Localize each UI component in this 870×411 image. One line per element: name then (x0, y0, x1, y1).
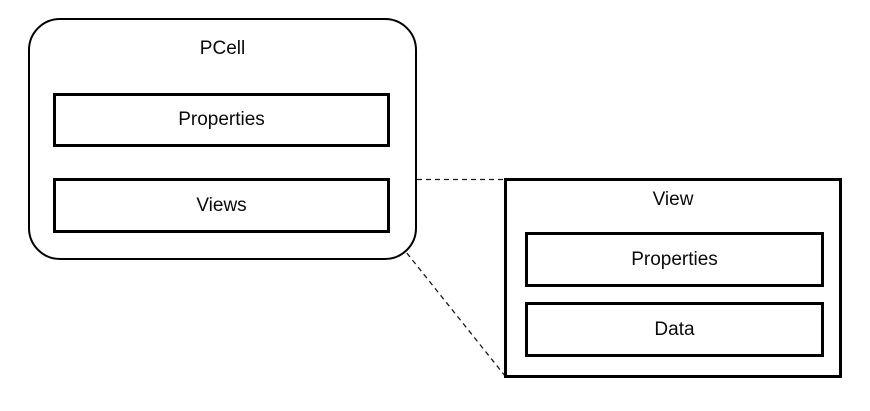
view-data-label: Data (654, 318, 695, 340)
pcell-title: PCell (199, 38, 246, 59)
pcell-views-box: Views (53, 178, 390, 233)
pcell-properties-box: Properties (53, 93, 390, 147)
pcell-properties-label: Properties (178, 109, 265, 130)
pcell-views-label: Views (196, 194, 247, 216)
connector-views-to-view-bottom (389, 231, 507, 377)
view-properties-label: Properties (631, 248, 718, 270)
view-title: View (652, 189, 694, 210)
view-data-box: Data (525, 302, 824, 357)
view-properties-box: Properties (525, 232, 824, 287)
